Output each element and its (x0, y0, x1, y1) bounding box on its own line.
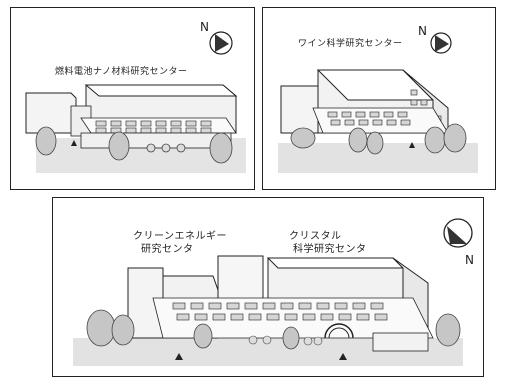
north-indicator: N (200, 20, 209, 34)
building-illustration (25, 31, 246, 173)
building-illustration (278, 32, 478, 173)
wine-science-center-label: ワイン科学研究センター (298, 39, 403, 49)
panel-clean-energy-crystal-center: N クリーンエネルギー 研究センタ クリスタル 科学研究センタ (52, 197, 484, 377)
clean-energy-center-label-line1: クリーンエネルギー (133, 231, 227, 242)
north-indicator: N (418, 24, 427, 38)
building-illustration (73, 218, 473, 366)
clean-energy-center-label-line2: 研究センタ (141, 244, 194, 255)
panel-wine-science-center: N ワイン科学研究センター (262, 7, 496, 190)
crystal-science-center-label-line2: 科学研究センタ (293, 244, 367, 255)
panel-fuel-cell-nano-center: N 燃料電池ナノ材料研究センター (10, 7, 255, 190)
crystal-science-center-label-line1: クリスタル (289, 231, 342, 242)
fuel-cell-center-label: 燃料電池ナノ材料研究センター (55, 67, 188, 77)
north-indicator: N (465, 253, 474, 267)
